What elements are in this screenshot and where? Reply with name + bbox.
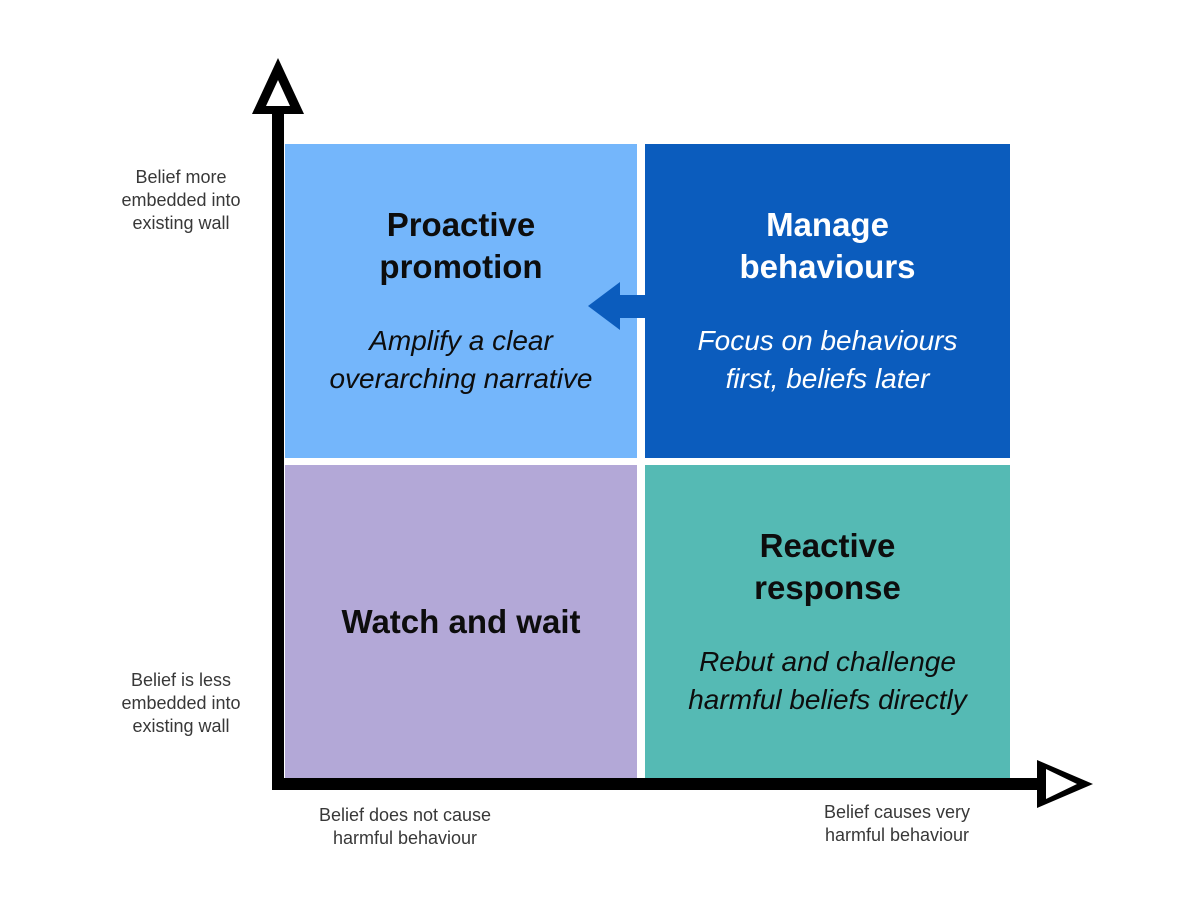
- quadrant-title: Watch and wait: [341, 602, 581, 640]
- quadrant-manage-behaviours: Manage behaviours Focus on behaviours fi…: [645, 144, 1010, 458]
- quadrant-subtitle: Focus on behaviours first, beliefs later: [697, 325, 958, 394]
- y-axis-label-bottom: Belief is less embedded into existing wa…: [121, 670, 241, 737]
- quadrant-title: Reactive response: [754, 526, 901, 606]
- quadrant-subtitle: Amplify a clear overarching narrative: [329, 325, 593, 394]
- y-axis-arrowhead-notch: [266, 80, 290, 106]
- quadrant-title: Proactive promotion: [379, 206, 543, 285]
- quadrant-watch-and-wait: Watch and wait: [285, 465, 637, 778]
- x-axis-label-left: Belief does not cause harmful behaviour: [318, 805, 492, 849]
- quadrant-proactive-promotion: Proactive promotion Amplify a clear over…: [285, 144, 637, 458]
- quadrant-title: Manage behaviours: [739, 206, 916, 285]
- quadrant-subtitle: Rebut and challenge harmful beliefs dire…: [688, 645, 967, 715]
- y-axis-label-top: Belief more embedded into existing wall: [121, 167, 241, 234]
- y-axis-arrowhead-icon: [252, 58, 304, 114]
- quadrant-reactive-response: Reactive response Rebut and challenge ha…: [645, 465, 1010, 778]
- x-axis-label-right: Belief causes very harmful behaviour: [823, 802, 971, 846]
- x-axis-arrowhead-notch: [1046, 769, 1077, 799]
